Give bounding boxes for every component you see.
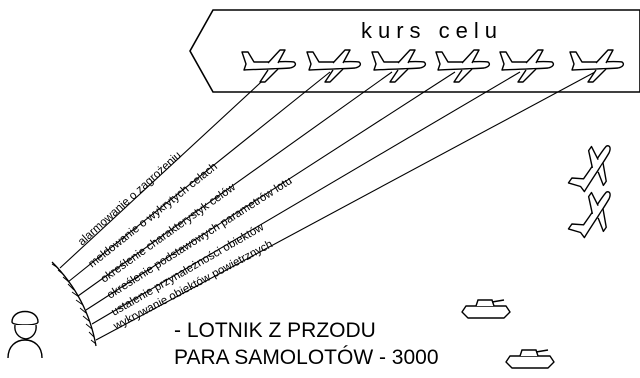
ray-3 xyxy=(77,71,393,297)
course-label: kurs celu xyxy=(361,18,503,43)
caption-line-1: - LOTNIK Z PRZODU xyxy=(174,319,376,342)
ray-4 xyxy=(85,71,456,311)
observer-field-of-view-arc xyxy=(51,261,97,347)
ray-2 xyxy=(67,71,331,283)
ray-6 xyxy=(95,71,596,341)
aircraft-pair xyxy=(566,137,625,247)
observer-head-icon xyxy=(7,310,43,359)
tank-icon xyxy=(461,299,511,319)
observation-rays xyxy=(59,71,596,341)
aircraft-icon xyxy=(566,183,625,247)
field-of-view-hatching xyxy=(51,263,97,345)
ray-5 xyxy=(91,71,521,325)
ray-labels: alarmowanie o zagrożeniu meldowanie o wy… xyxy=(76,149,294,333)
caption-line-2: PARA SAMOLOTÓW - 3000 xyxy=(174,346,439,369)
tank-icon xyxy=(505,349,555,369)
ray-1 xyxy=(59,71,273,269)
aircraft-icon xyxy=(566,137,625,201)
